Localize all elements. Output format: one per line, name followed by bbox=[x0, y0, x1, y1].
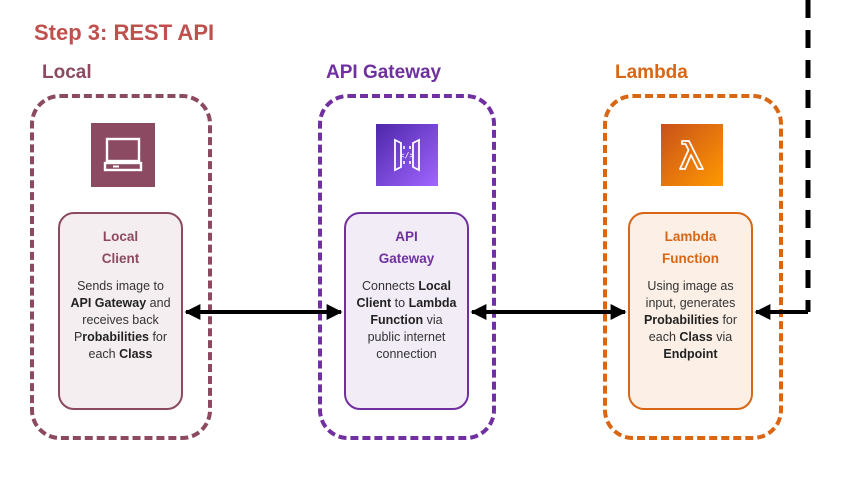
description-text: each bbox=[88, 347, 120, 361]
gateway-dashed-container bbox=[318, 94, 496, 440]
description-text: input, generates bbox=[645, 296, 736, 310]
local-card-title-line1: Local bbox=[102, 229, 139, 244]
computer-monitor-icon bbox=[91, 123, 155, 187]
lambda-card-title-line1: Lambda bbox=[664, 229, 717, 244]
description-text: for bbox=[148, 330, 168, 344]
bold-term: Class bbox=[679, 330, 713, 344]
svg-text:</>: </> bbox=[400, 151, 415, 160]
description-text: via bbox=[712, 330, 733, 344]
local-client-card: Local Client Sends image to API Gateway a… bbox=[58, 212, 183, 410]
description-text: connection bbox=[376, 347, 437, 361]
bold-term: Endpoint bbox=[663, 347, 718, 361]
lambda-function-card: Lambda Function Using image as input, gen… bbox=[628, 212, 753, 410]
local-card-description: Sends image to API Gateway and receives ba… bbox=[60, 278, 181, 363]
description-text: Using image as bbox=[647, 279, 734, 293]
description-text: public internet bbox=[367, 330, 446, 344]
description-text: to bbox=[391, 296, 409, 310]
local-column-title: Local bbox=[42, 62, 92, 83]
step-title: Step 3: REST API bbox=[34, 20, 215, 45]
lambda-column-title: Lambda bbox=[615, 62, 688, 83]
gateway-card-title-line2: Gateway bbox=[378, 251, 435, 266]
description-text: P bbox=[73, 330, 83, 344]
description-text: Connects bbox=[362, 279, 419, 293]
bold-term: robabilities bbox=[82, 330, 149, 344]
bold-term: Local bbox=[418, 279, 451, 293]
bold-term: Probabilities bbox=[643, 313, 719, 327]
bold-term: Function bbox=[370, 313, 424, 327]
api-gateway-icon: </> bbox=[376, 124, 438, 186]
description-text: each bbox=[648, 330, 680, 344]
description-text: Sends image to bbox=[77, 279, 164, 293]
description-text: for bbox=[718, 313, 738, 327]
lambda-dashed-container bbox=[603, 94, 783, 440]
gateway-card-title-line1: API bbox=[395, 229, 418, 244]
local-dashed-container bbox=[30, 94, 212, 440]
description-text: via bbox=[423, 313, 443, 327]
bold-term: Client bbox=[356, 296, 392, 310]
bold-term: Class bbox=[119, 347, 153, 361]
bold-term: API Gateway bbox=[70, 296, 147, 310]
bold-term: Lambda bbox=[408, 296, 457, 310]
right-dashed-line bbox=[805, 0, 811, 312]
lambda-card-title-line2: Function bbox=[662, 251, 719, 266]
lambda-icon bbox=[661, 124, 723, 186]
description-text: receives back bbox=[82, 313, 159, 327]
gateway-column-title: API Gateway bbox=[326, 62, 442, 83]
description-text: and bbox=[146, 296, 171, 310]
local-card-title-line2: Client bbox=[101, 251, 140, 266]
